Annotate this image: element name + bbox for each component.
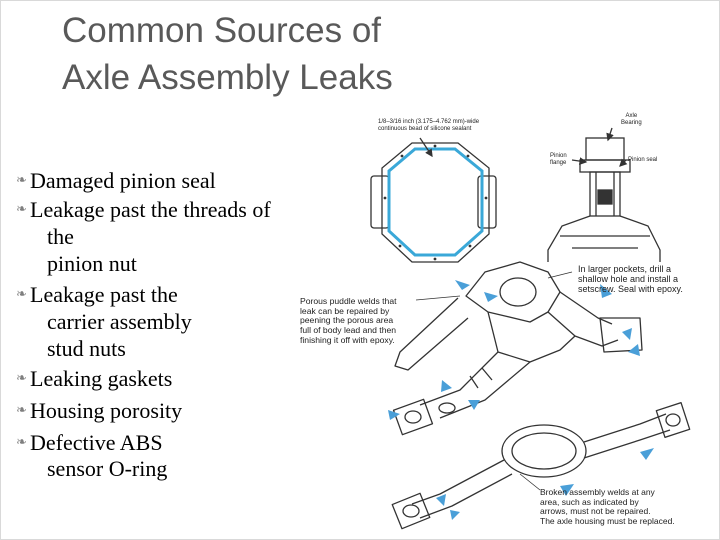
pinion-seal-label: Pinion seal [628, 157, 658, 163]
bullet-marker-icon: ❧ [16, 434, 27, 449]
bullet-housing-porosity: ❧ Housing porosity [16, 398, 183, 423]
differential-cover-diagram [370, 137, 497, 263]
bullet-carrier-stud-nuts: ❧ Leakage past the [16, 282, 178, 307]
bullet-text: Damaged pinion seal [30, 168, 216, 193]
cover-sealant-note: 1/8–3/16 inch (3.175–4.762 mm)-wide cont… [378, 119, 480, 132]
bullet-marker-icon: ❧ [16, 172, 27, 187]
bullet-continuation: carrier assembly [47, 309, 192, 334]
bullet-marker-icon: ❧ [16, 286, 27, 301]
broken-weld-note: Broken assembly welds at any area, such … [540, 487, 675, 526]
bullet-pinion-nut-threads: ❧ Leakage past the threads of [16, 197, 271, 222]
leak-indicator-arrows [388, 280, 654, 520]
bullet-text: Leakage past the [30, 282, 178, 307]
bullet-text: Defective ABS [30, 430, 163, 455]
slide-title-line-1: Common Sources of [62, 11, 382, 50]
bullet-text: Housing porosity [30, 398, 183, 423]
bullet-continuation: sensor O-ring [47, 456, 168, 481]
upper-axle-housing [392, 261, 643, 436]
bullet-text: Leakage past the threads of [30, 197, 271, 222]
bullet-leaking-gaskets: ❧ Leaking gaskets [16, 366, 173, 391]
lower-axle-housing [391, 402, 691, 530]
pinion-flange-label: Pinion flange [550, 153, 567, 166]
porous-weld-note: Porous puddle welds that leak can be rep… [300, 296, 397, 345]
bullet-marker-icon: ❧ [16, 402, 27, 417]
pocket-repair-note: In larger pockets, drill a shallow hole … [578, 264, 683, 295]
sealant-bead [387, 147, 484, 257]
cover-bolts [383, 144, 488, 261]
bullet-text: Leaking gaskets [30, 366, 173, 391]
slide-title-line-2: Axle Assembly Leaks [62, 58, 393, 97]
bullet-marker-icon: ❧ [16, 370, 27, 385]
bullet-marker-icon: ❧ [16, 201, 27, 216]
pinion-cross-section [547, 127, 661, 262]
bullet-damaged-pinion-seal: ❧ Damaged pinion seal [16, 168, 216, 193]
bullet-continuation: pinion nut [47, 251, 137, 276]
bullet-abs-sensor: ❧ Defective ABS [16, 430, 163, 455]
bullet-continuation: the [47, 224, 74, 249]
axle-bearing-label: Axle Bearing [621, 113, 642, 126]
bullet-continuation: stud nuts [47, 336, 126, 361]
